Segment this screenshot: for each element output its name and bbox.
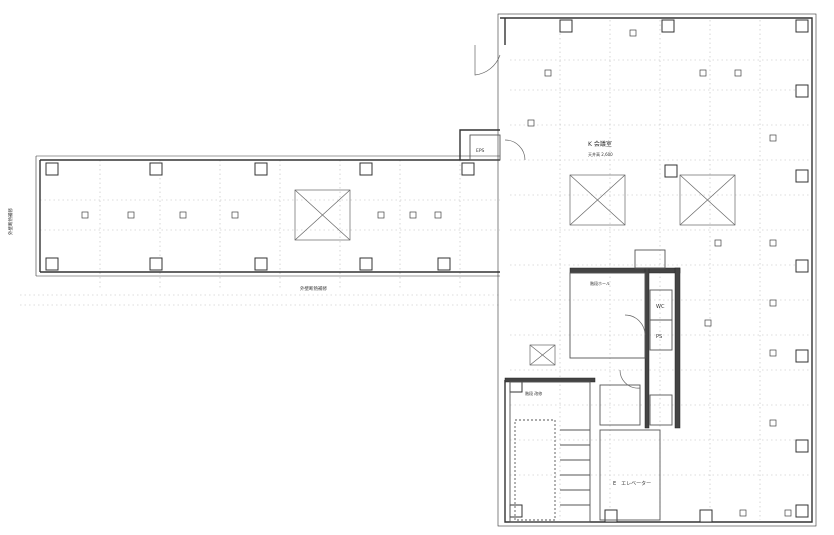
- wc-label: WC: [656, 304, 665, 310]
- stair-hall-label: 階段ホール: [590, 280, 610, 286]
- equipment-markers: [81, 29, 792, 517]
- corridor-left-note: 外壁断熱補修: [7, 208, 14, 235]
- corridor-bottom-note: 外壁断熱補修: [300, 285, 327, 292]
- room-labels: K 会議室 天井高 2,600 E エレベーター 階段ホール 階段 改修 WC …: [7, 140, 665, 487]
- stair-note-label: 階段 改修: [525, 390, 542, 396]
- grid-lines: [20, 20, 810, 520]
- interior-partitions: [469, 134, 673, 523]
- door-swings: [474, 45, 646, 389]
- ceiling-fixtures: [294, 174, 736, 366]
- exterior-walls: [35, 13, 817, 527]
- columns: [45, 19, 809, 523]
- ps-label: PS: [656, 334, 662, 340]
- core-walls: [504, 267, 681, 429]
- elevator-label: E エレベーター: [613, 480, 651, 487]
- main-room-label: K 会議室: [588, 140, 612, 148]
- main-room-sub-label: 天井高 2,600: [588, 151, 613, 157]
- eps-label: EPS: [476, 148, 485, 154]
